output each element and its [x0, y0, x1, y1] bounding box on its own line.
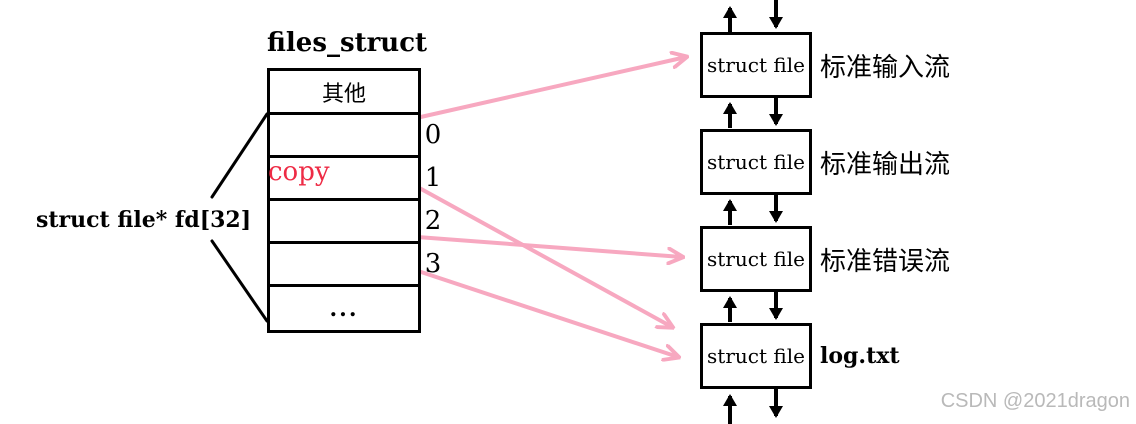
pink-arrow-fd0-to-stdin: [401, 57, 686, 123]
fd-cell-0: [270, 115, 418, 158]
watermark: CSDN @2021dragon: [940, 390, 1130, 412]
file-box-stdout: struct file: [700, 129, 812, 195]
fd-index-3: 3: [424, 249, 442, 279]
pink-arrow-fd3-to-logtxt: [404, 265, 678, 357]
fd-cell-1: [270, 158, 418, 201]
box-label-stdin: 标准输入流: [820, 52, 951, 83]
fd-table-other-cell: 其他: [270, 71, 418, 115]
fd-cell-2: [270, 201, 418, 244]
file-box-logtxt-text: struct file: [707, 344, 805, 368]
file-box-logtxt: struct file: [700, 323, 812, 389]
fd-array-label: struct file* fd[32]: [36, 207, 252, 233]
file-box-stdout-text: struct file: [707, 150, 805, 174]
file-box-stderr-text: struct file: [707, 247, 805, 271]
fd-index-1: 1: [424, 163, 442, 193]
fd-cell-rest: ...: [329, 295, 359, 322]
box-label-stdout: 标准输出流: [820, 149, 951, 180]
fd-bracket-line-top: [210, 112, 269, 199]
fd-bracket-line-bottom: [210, 239, 269, 323]
fd-cell-3: [270, 244, 418, 287]
fd-index-0: 0: [424, 120, 442, 150]
file-box-stdin-text: struct file: [707, 53, 805, 77]
fd-table: 其他 ...: [267, 68, 421, 333]
copy-label: copy: [268, 157, 330, 187]
fd-index-2: 2: [424, 206, 442, 236]
box-label-stderr: 标准错误流: [820, 246, 951, 277]
file-box-stdin: struct file: [700, 32, 812, 98]
pink-arrow-fd1-to-logtxt: [401, 177, 672, 327]
box-label-logtxt: log.txt: [820, 343, 900, 369]
file-box-stderr: struct file: [700, 226, 812, 292]
files-struct-title: files_struct: [267, 28, 428, 58]
pink-arrow-fd2-to-stderr: [402, 234, 682, 257]
